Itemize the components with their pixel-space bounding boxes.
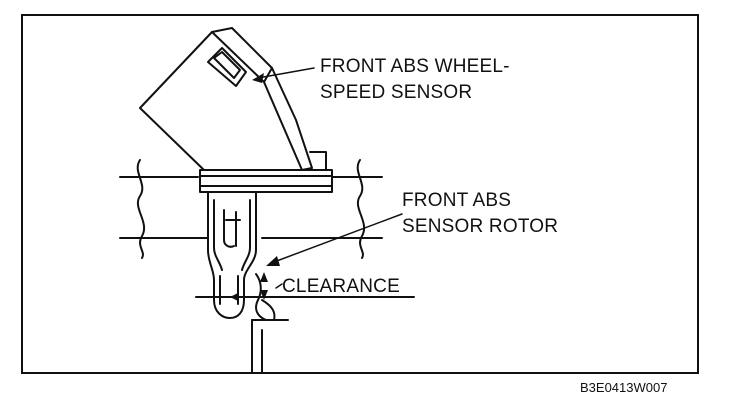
sensor-label-line1: FRONT ABS WHEEL- bbox=[320, 56, 510, 77]
sensor-label-line2: SPEED SENSOR bbox=[320, 82, 472, 103]
diagram-frame bbox=[21, 14, 699, 374]
wheel-speed-sensor bbox=[139, 27, 333, 193]
sensor-shank bbox=[207, 191, 257, 319]
knuckle-outline bbox=[119, 159, 383, 259]
clearance-marker bbox=[230, 272, 268, 301]
leader-lines bbox=[252, 67, 403, 289]
figure-code: B3E0413W007 bbox=[580, 380, 667, 395]
rotor-label-line2: SENSOR ROTOR bbox=[402, 216, 558, 237]
clearance-label: CLEARANCE bbox=[282, 276, 400, 297]
rotor-label-line1: FRONT ABS bbox=[402, 190, 511, 211]
